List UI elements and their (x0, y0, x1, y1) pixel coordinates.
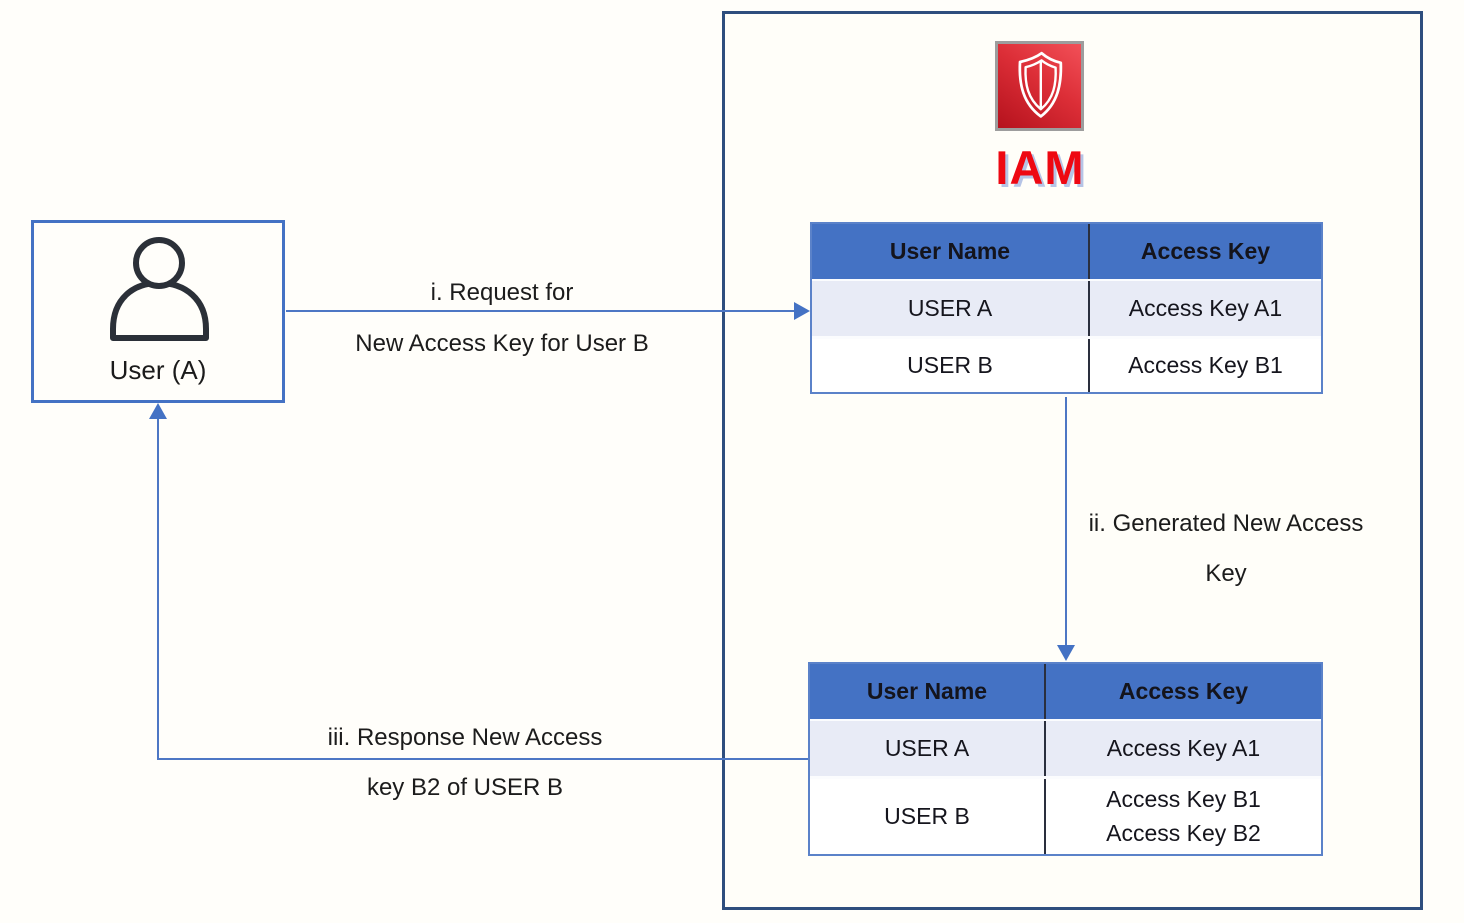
cell-key: Access Key B1 Access Key B2 (1044, 779, 1321, 854)
user-a-label: User (A) (109, 355, 207, 385)
col-header-user-name: User Name (889, 238, 1011, 264)
iam-table-after: User Name Access Key USER A Access Key A… (808, 662, 1323, 856)
iam-table-before: User Name Access Key USER A Access Key A… (810, 222, 1323, 394)
col-header-access-key: Access Key (1088, 224, 1321, 279)
cell-user: USER B (907, 352, 993, 378)
step3-label-line1: iii. Response New Access (327, 724, 603, 751)
cell-key: Access Key A1 (1044, 721, 1321, 776)
cell-user: USER B (884, 803, 970, 829)
step1-label-line2: New Access Key for User B (355, 330, 649, 357)
arrow-response-head-icon (149, 403, 167, 419)
col-header-access-key: Access Key (1044, 664, 1321, 719)
iam-title: IAM (995, 141, 1085, 194)
arrow-response-hline (157, 758, 808, 760)
person-icon (110, 237, 209, 341)
step2-label-line2: Key (1205, 560, 1247, 587)
shield-icon (1017, 51, 1062, 118)
table-row: USER B Access Key B1 (812, 336, 1321, 392)
arrow-generate-head-icon (1057, 645, 1075, 661)
table-row: USER A Access Key A1 (810, 719, 1321, 776)
step3-label-line2: key B2 of USER B (366, 774, 564, 801)
iam-shield-icon (995, 41, 1084, 131)
table-row: USER A Access Key A1 (812, 279, 1321, 336)
cell-key: Access Key B1 (1088, 339, 1321, 392)
table-header-row: User Name Access Key (810, 664, 1321, 719)
cell-key: Access Key A1 (1088, 281, 1321, 336)
step1-label-line1: i. Request for (430, 279, 574, 306)
arrow-request-line (286, 310, 796, 312)
user-a-box (31, 220, 285, 403)
arrow-generate-line (1065, 397, 1067, 647)
arrow-request-head-icon (794, 302, 810, 320)
cell-user: USER A (884, 735, 970, 761)
table-header-row: User Name Access Key (812, 224, 1321, 279)
col-header-user-name: User Name (866, 678, 988, 704)
step2-label-line1: ii. Generated New Access (1088, 510, 1364, 537)
cell-user: USER A (907, 295, 993, 321)
arrow-response-vline (157, 416, 159, 760)
table-row: USER B Access Key B1 Access Key B2 (810, 776, 1321, 854)
